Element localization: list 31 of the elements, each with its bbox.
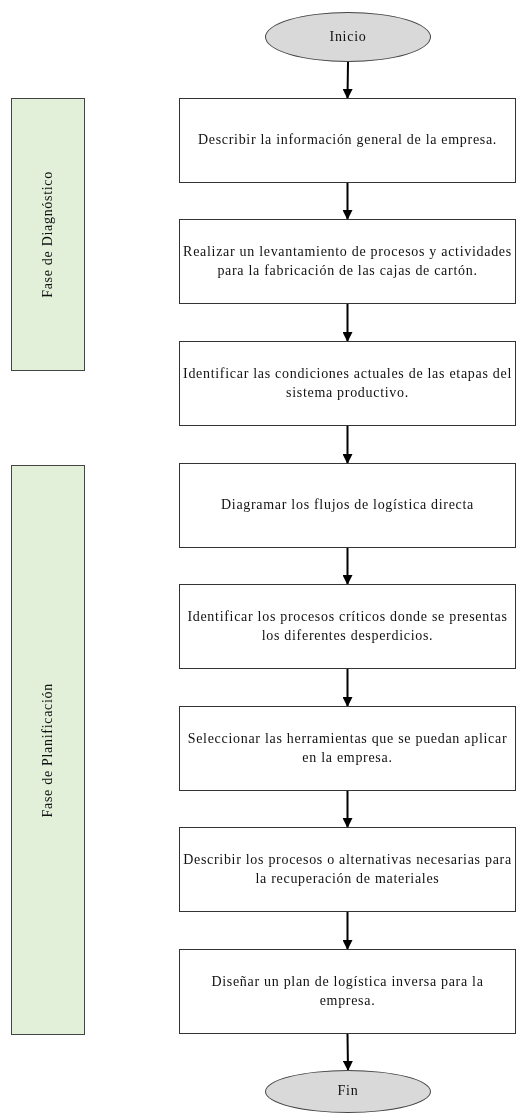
arrow bbox=[342, 1033, 353, 1071]
step-text: Identificar los procesos críticos donde se presentas los diferentes desperdicios. bbox=[186, 608, 509, 645]
arrow bbox=[342, 668, 353, 707]
step-text: Seleccionar las herramientas que se puedan aplicar en la empresa. bbox=[186, 730, 509, 767]
arrow bbox=[342, 790, 353, 828]
process-box bbox=[179, 949, 516, 1034]
phase-label: Fase de Planificación bbox=[38, 682, 56, 818]
process-box bbox=[179, 706, 516, 791]
step-text: Identificar las condiciones actuales de las etapas del sistema productivo. bbox=[182, 365, 513, 402]
step-text: Inicio bbox=[329, 27, 367, 46]
arrow bbox=[342, 547, 353, 585]
arrow bbox=[342, 425, 353, 464]
step-text: Diagramar los flujos de logística directa bbox=[221, 496, 474, 515]
step-text: Describir los procesos o alternativas necesarias para la recuperación de materiales bbox=[182, 851, 513, 888]
arrow bbox=[342, 911, 353, 950]
process-box bbox=[179, 463, 516, 548]
phase-band bbox=[11, 98, 85, 371]
arrow bbox=[342, 61, 353, 99]
arrow bbox=[342, 182, 353, 220]
process-box bbox=[179, 341, 516, 426]
step-text: Fin bbox=[337, 1082, 359, 1101]
process-box bbox=[179, 827, 516, 912]
step-text: Realizar un levantamiento de procesos y actividades para la fabricación de las cajas de cartón. bbox=[182, 243, 513, 280]
process-box bbox=[179, 219, 516, 304]
step-text: Diseñar un plan de logística inversa para la empresa. bbox=[210, 973, 485, 1010]
phase-label: Fase de Diagnóstico bbox=[38, 171, 56, 298]
process-box bbox=[179, 98, 516, 183]
phase-band bbox=[11, 465, 85, 1035]
process-box bbox=[179, 584, 516, 669]
step-text: Describir la información general de la empresa. bbox=[197, 131, 498, 150]
arrow bbox=[342, 303, 353, 342]
